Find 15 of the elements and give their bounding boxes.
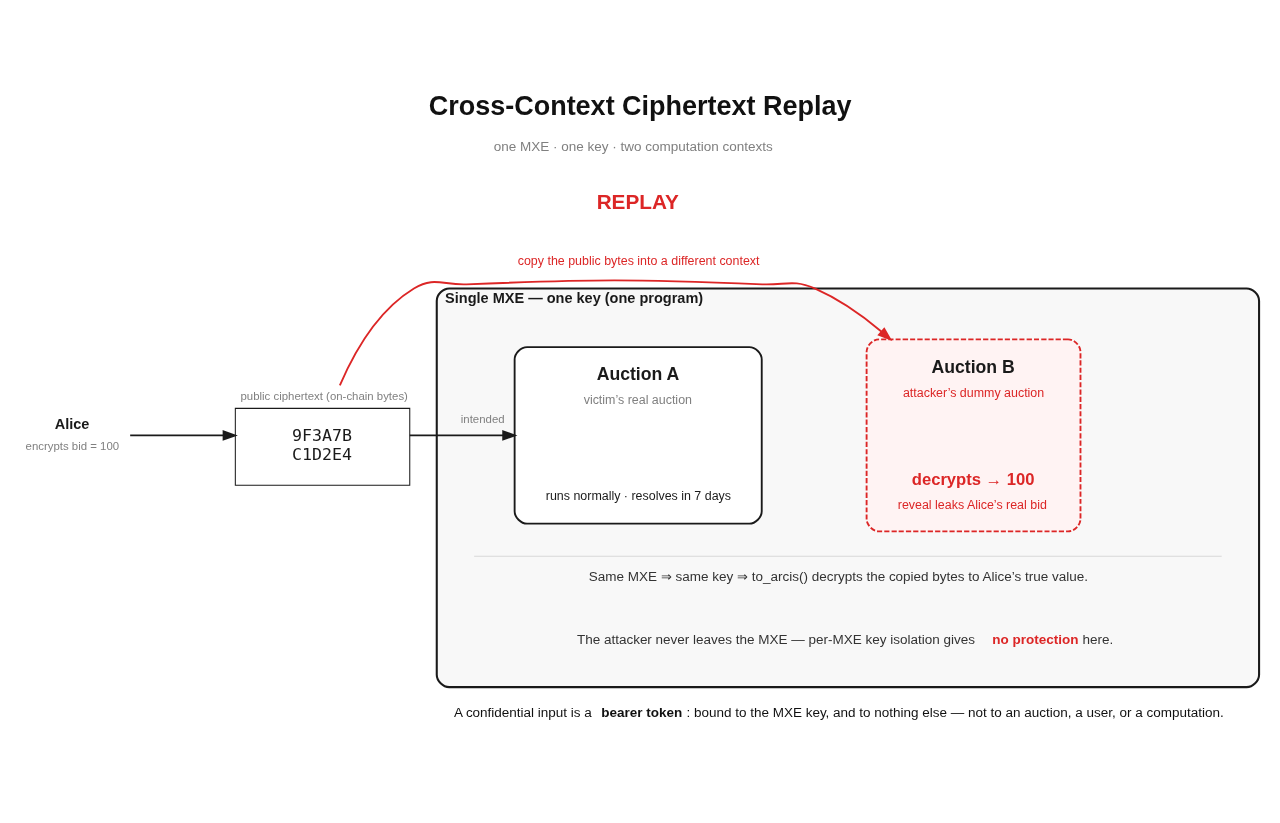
label: Same MXE ⇒ same key ⇒ to_arcis() decrypts the copied bytes to Alice’s true value. bbox=[588, 568, 1089, 584]
node-box: Auction B attacker’s dummy auction decrypts → 100 reveal leaks Alice’s real bid bbox=[865, 338, 1082, 533]
caption: A confidential input is a bearer token: bound to the MXE key, and to nothing else — not to an auction, a user, or a computation. bbox=[453, 704, 1224, 720]
label: copy the public bytes into a different context bbox=[517, 254, 760, 269]
node-text: Alice encrypts bid = 100 bbox=[25, 416, 120, 452]
node-label: public ciphertext (on-chain bytes) bbox=[240, 389, 408, 402]
label: REPLAY bbox=[596, 189, 679, 213]
arrow bbox=[408, 430, 518, 441]
label: The attacker never leaves the MXE — per-MXE key isolation gives no protection here. bbox=[576, 631, 1114, 647]
edge-label: intended bbox=[460, 413, 505, 426]
node-box: Auction A victim’s real auction runs normally · resolves in 7 days bbox=[513, 346, 763, 525]
label: one MXE · one key · two computation contexts bbox=[493, 138, 773, 154]
arrow bbox=[129, 430, 238, 441]
diagram-title: Cross-Context Ciphertext Replay bbox=[428, 90, 852, 121]
arrow bbox=[338, 279, 893, 387]
